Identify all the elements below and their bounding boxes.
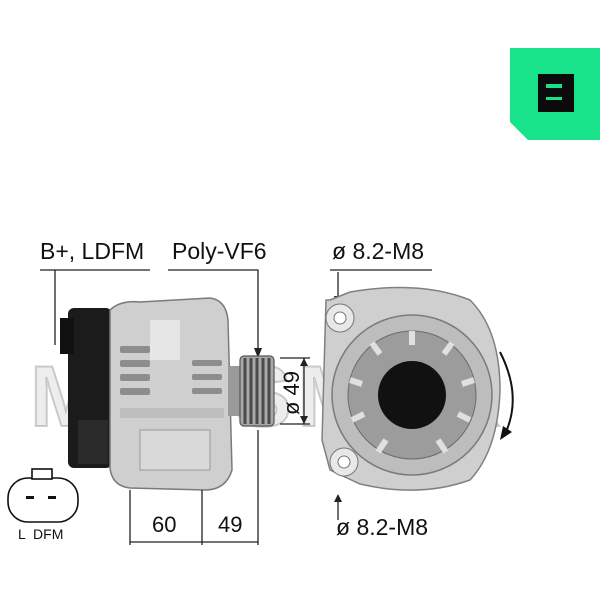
rear-view <box>321 286 501 491</box>
rotation-arrow-icon <box>499 351 514 433</box>
brand-e-logo-icon <box>510 48 600 140</box>
pulley-label: Poly-VF6 <box>172 238 267 264</box>
length-left-value: 60 <box>152 512 177 537</box>
plug-connector-icon <box>7 468 79 523</box>
thread-top-label: ø 8.2-M8 <box>332 238 425 264</box>
pulley-diameter-dim <box>280 357 310 425</box>
terminals-label: B+, LDFM <box>40 238 145 264</box>
brand-logo <box>510 48 600 140</box>
thread-bottom-label: ø 8.2-M8 <box>336 514 429 540</box>
leader-lines <box>40 269 432 520</box>
length-right-value: 49 <box>218 512 243 537</box>
connector-pins-label: L DFM <box>18 526 64 542</box>
side-view <box>60 297 275 491</box>
pulley-diameter-label: ø 49 <box>279 370 305 416</box>
length-dims <box>129 430 259 545</box>
